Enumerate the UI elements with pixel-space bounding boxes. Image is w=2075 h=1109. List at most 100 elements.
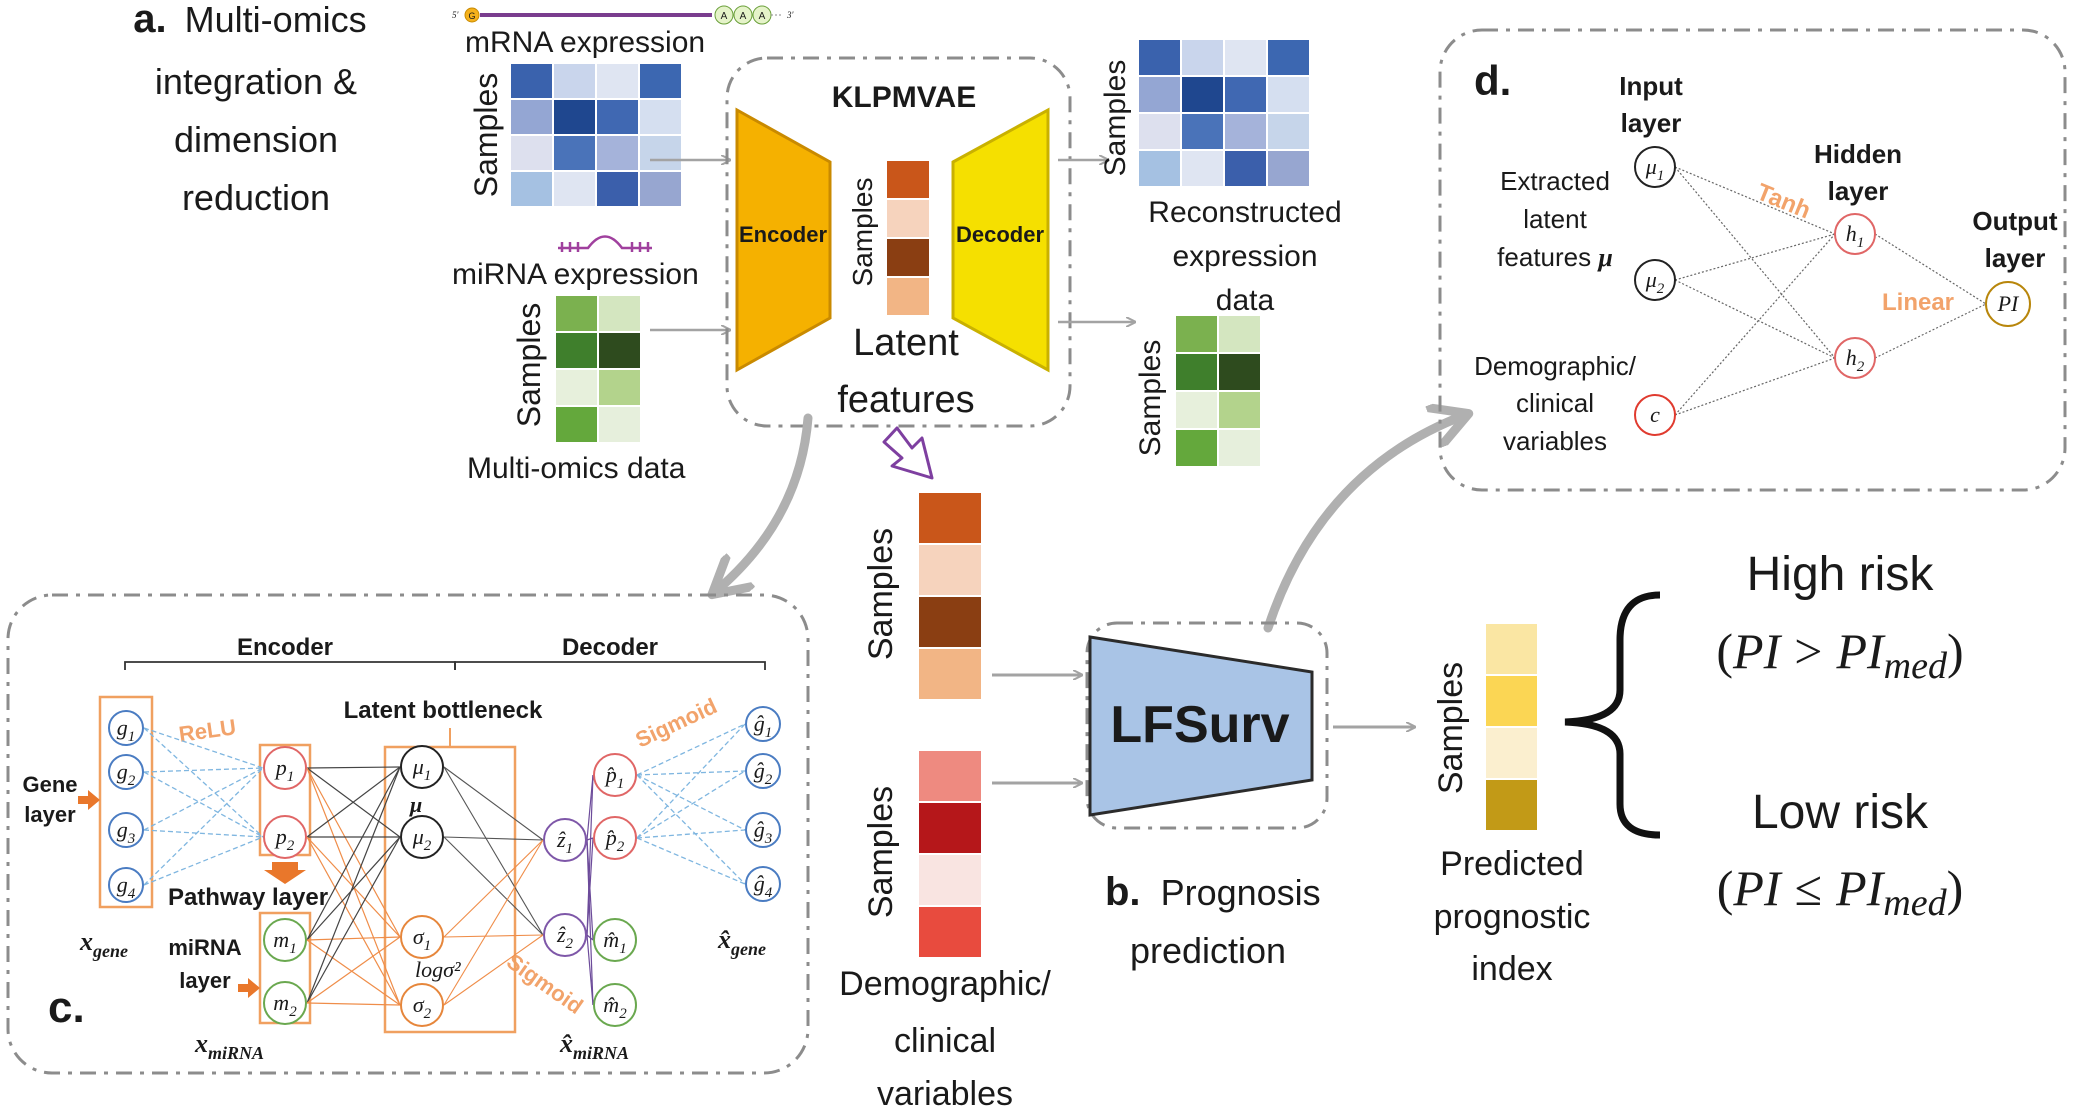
recon-mrna-cell [1180,38,1225,77]
svg-text:ĝ2: ĝ2 [754,758,773,788]
mrna-heatmap-cell [595,62,640,100]
pi-sample-cell [1484,674,1539,728]
mu1-node: μ1 [1634,146,1676,188]
mirna-heatmap-cell [597,331,642,370]
klpmvae-frame [725,56,1072,428]
latent-feature-cell [885,198,931,239]
mu-node-1: μ1 [400,745,444,789]
mrna-heatmap-cell [509,170,554,208]
clinical-sample-cell [917,749,983,803]
edge [306,836,401,938]
high-risk-label: High risk [1747,548,1935,601]
edge [586,839,594,1006]
edge [1674,357,1836,416]
lfsurv-shape [1088,635,1314,817]
vae-encoder-shape [735,107,832,373]
edge [636,837,746,885]
gene-layer-arrow [78,790,100,810]
recon-mrna-cell [1180,75,1225,114]
mirna-hairpin-icon [558,235,652,252]
edge [306,766,401,769]
svg-text:h2: h2 [1846,345,1865,375]
recon-mrna-samples-label: Samples [1099,60,1132,177]
edge [1674,166,1836,359]
latent-feature-cell [885,276,931,317]
recon-mrna-cell [1223,38,1268,77]
h2-node: h2 [1834,337,1876,379]
mrna-cap: G [468,11,475,21]
edge [636,723,746,839]
x-gene-label: xgene [79,927,128,961]
mirna-layer-arrow [238,978,260,998]
gene-hat-node-2: ĝ2 [745,753,781,789]
pathway-layer-label: Pathway layer [168,884,328,911]
sigma-node-2: σ2 [400,983,444,1027]
reconstructed-line-1: Reconstructed [1148,196,1341,229]
svg-text:g1: g1 [117,715,136,745]
edge [306,939,401,1006]
recon-mrna-cell [1266,149,1311,188]
pathway-layer-arrow [264,862,306,884]
recon-mrna-cell [1266,38,1311,77]
lfsurv-frame [1085,621,1329,830]
mu-vector-label: μ [409,792,422,817]
pi-samples-label: Samples [1432,662,1470,794]
svg-text:p̂2: p̂2 [604,825,625,855]
mrna-heatmap-cell [509,134,554,172]
pathway-hat-node-1: p̂1 [593,753,637,797]
panel-a-title-line-2: integration & [155,61,357,102]
low-risk-label: Low risk [1752,786,1929,839]
recon-mrna-cell [1180,112,1225,151]
latent-mid-samples-label: Samples [862,528,900,660]
panel-c-decoder-label: Decoder [562,634,658,661]
recon-mirna-cell [1174,314,1219,354]
panel-d-frame [1438,28,2067,492]
panel-c-encoder-label: Encoder [237,634,333,661]
svg-text:ĝ1: ĝ1 [754,711,773,741]
reconstructed-line-2: expression [1172,240,1317,273]
svg-text:σ2: σ2 [413,992,432,1022]
clinical-sample-cell [917,801,983,855]
poly-a-1: A [721,11,728,22]
clinical-line-3: variables [877,1075,1013,1109]
edge [1874,303,1987,359]
reconstructed-line-3: data [1216,284,1275,317]
panel-a-letter: a. [133,0,166,41]
edge [636,770,746,839]
hidden-layer-line-2: layer [1828,176,1889,206]
edge [636,774,746,885]
arrow-to-panel-c [715,413,813,592]
sigmoid-top-label: Sigmoid [632,693,721,752]
gene-hat-node-3: ĝ3 [745,812,781,848]
edge [1674,233,1836,416]
mrna-heatmap [509,62,683,208]
recon-mrna-cell [1223,75,1268,114]
panel-a-title-line-4: reduction [182,177,330,218]
edge [586,934,594,941]
recon-mrna-cell [1223,112,1268,151]
latent-bottleneck-label: Latent bottleneck [344,697,543,724]
mrna-heatmap-cell [638,170,683,208]
mirna-heatmap-cell [597,368,642,407]
edge [143,836,264,886]
klpmvae-title: KLPMVAE [832,81,976,114]
recon-mirna-cell [1174,428,1219,468]
mrna-five-prime: 5' [452,10,460,20]
gene-layer-line-2: layer [24,802,76,827]
mrna-samples-label: Samples [468,73,504,198]
z-node-1: ẑ1 [543,818,587,862]
pi-node: PI [1985,281,2031,327]
gene-node-2: g2 [108,754,144,790]
svg-text:p1: p1 [274,755,295,785]
output-layer-line-1: Output [1972,206,2058,236]
clinical-line-1: Demographic/ [839,965,1051,1003]
edge [1874,233,1987,305]
recon-mirna-cell [1217,314,1262,354]
edge [1674,279,1836,359]
svg-text:m̂1: m̂1 [603,927,626,957]
pathway-node-1: p1 [263,746,307,790]
mrna-heatmap-cell [509,62,554,100]
demo-line-3: variables [1503,426,1607,456]
edge [306,766,401,941]
gene-layer-line-1: Gene [22,772,77,797]
